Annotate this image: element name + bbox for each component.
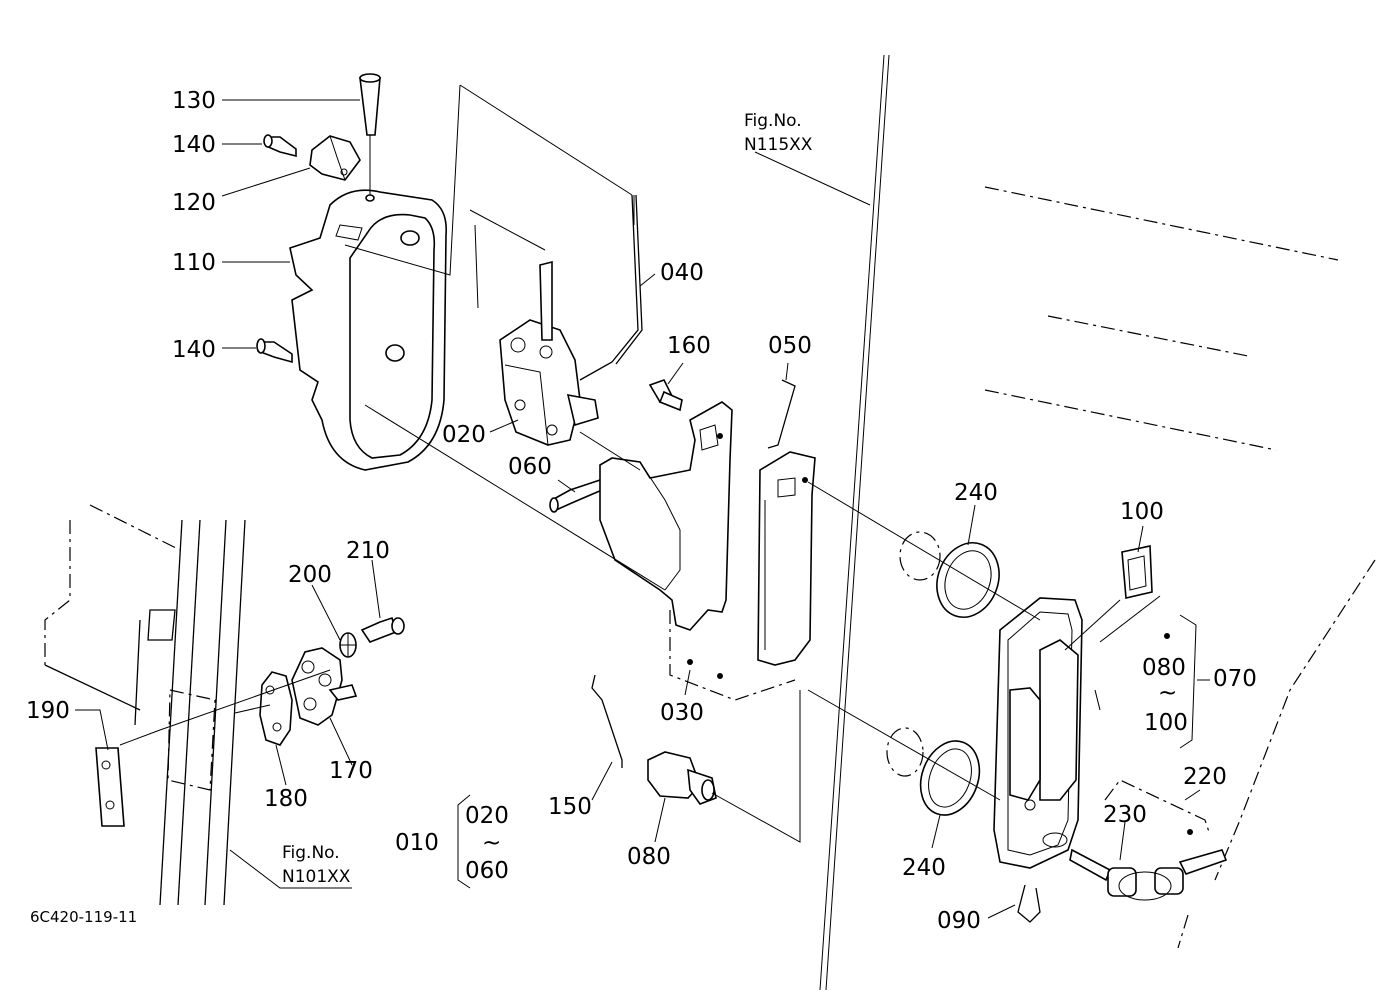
fig-ref-bottom-label: Fig.No. <box>282 843 340 863</box>
callout-140-upper: 140 <box>172 132 216 158</box>
callout-050: 050 <box>768 333 812 359</box>
screw-130 <box>359 73 381 202</box>
cover-110 <box>289 189 448 471</box>
figure-reference-bottom: Fig.No. N101XX <box>282 843 351 887</box>
block-120 <box>309 135 361 181</box>
callout-070: 070 <box>1213 666 1257 692</box>
plate-030 <box>599 401 816 701</box>
screw-140-upper <box>263 134 297 158</box>
callout-110: 110 <box>172 250 216 276</box>
washer-200 <box>339 632 357 658</box>
callout-230: 230 <box>1103 802 1147 828</box>
latch-020 <box>499 260 599 446</box>
key-230 <box>1069 848 1228 901</box>
callout-100: 100 <box>1120 499 1164 525</box>
bolt-160 <box>648 379 683 412</box>
plate-190 <box>95 747 125 827</box>
callout-030: 030 <box>660 700 704 726</box>
callout-labels: 130 140 120 110 140 040 020 160 050 060 … <box>26 88 1257 934</box>
clip-090 <box>1017 884 1041 923</box>
callout-220: 220 <box>1183 764 1227 790</box>
leader-lines <box>75 99 1210 919</box>
screw-210 <box>360 616 405 643</box>
callout-240-upper: 240 <box>954 480 998 506</box>
callout-130: 130 <box>172 88 216 114</box>
fig-ref-bottom-number: N101XX <box>282 867 351 887</box>
callout-170: 170 <box>329 758 373 784</box>
callout-160: 160 <box>667 333 711 359</box>
callout-010: 010 <box>395 830 439 856</box>
figure-reference-top: Fig.No. N115XX <box>744 111 813 155</box>
callout-080-range-start: 080 <box>1142 655 1186 681</box>
callout-020-range-start: 020 <box>465 803 509 829</box>
group-brackets <box>457 614 1211 889</box>
range-tilde-left: ~ <box>482 830 501 856</box>
rod-040 <box>579 194 643 381</box>
fig-ref-top-number: N115XX <box>744 135 813 155</box>
callout-080: 080 <box>627 844 671 870</box>
callout-180: 180 <box>264 786 308 812</box>
range-tilde-right: ~ <box>1158 680 1177 706</box>
callout-020: 020 <box>442 422 486 448</box>
plate-180 <box>259 671 293 746</box>
handle-070 <box>993 597 1083 869</box>
screw-140-lower <box>256 338 293 364</box>
callout-060: 060 <box>508 454 552 480</box>
lock-cylinder-080 <box>647 751 717 805</box>
spring-150 <box>591 674 623 768</box>
callout-060-range-end: 060 <box>465 858 509 884</box>
callout-210: 210 <box>346 538 390 564</box>
screw-060 <box>549 478 603 513</box>
fig-ref-top-label: Fig.No. <box>744 111 802 131</box>
pad-100 <box>1121 545 1153 599</box>
callout-100-range-end: 100 <box>1144 710 1188 736</box>
plate-170 <box>291 647 358 726</box>
clip-050 <box>767 379 796 449</box>
ring-position-lower <box>886 727 924 777</box>
callout-150: 150 <box>548 794 592 820</box>
callout-240-lower: 240 <box>902 855 946 881</box>
drawing-code: 6C420-119-11 <box>30 908 137 926</box>
door-panel-edge <box>819 54 1376 991</box>
ring-position-upper <box>899 531 941 581</box>
ring-240-upper <box>936 542 1000 618</box>
callout-040: 040 <box>660 260 704 286</box>
callout-200: 200 <box>288 562 332 588</box>
callout-190: 190 <box>26 698 70 724</box>
door-pillar <box>44 504 246 906</box>
callout-140-lower: 140 <box>172 337 216 363</box>
ring-240-lower <box>919 740 981 816</box>
callout-090: 090 <box>937 908 981 934</box>
callout-120: 120 <box>172 190 216 216</box>
assembly-lines <box>119 84 1161 843</box>
